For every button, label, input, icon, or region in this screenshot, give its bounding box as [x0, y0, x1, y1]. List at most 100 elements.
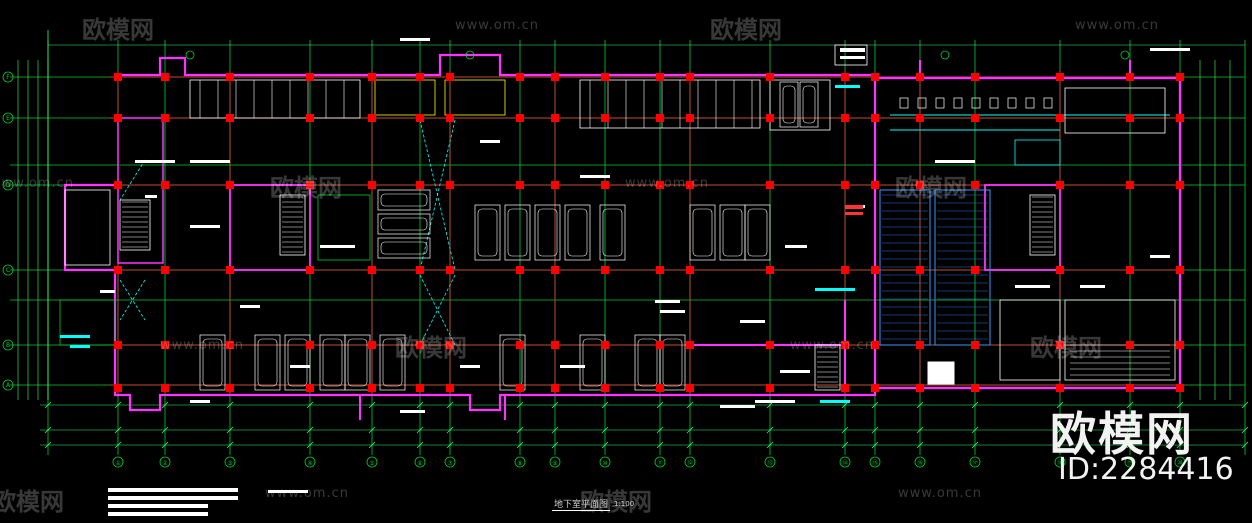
- structural-column: [551, 266, 559, 274]
- axis-bubble-label: ⑮: [872, 459, 878, 467]
- structural-column: [306, 341, 314, 349]
- structural-column: [114, 384, 122, 392]
- structural-column: [601, 266, 609, 274]
- dimension-tick: [368, 441, 376, 449]
- equipment-unit: [953, 97, 963, 109]
- watermark-brand: 欧模网: [82, 16, 154, 44]
- axis-bubble-left: [2, 339, 14, 351]
- axis-bubble-label: ⑦: [447, 460, 453, 467]
- annotation-text-mark: [660, 310, 685, 313]
- stair-box: [1029, 194, 1056, 256]
- dimension-tick: [1241, 401, 1249, 409]
- dimension-tick: [306, 401, 314, 409]
- structural-column: [1056, 73, 1064, 81]
- structural-column: [1126, 114, 1134, 122]
- structural-column: [766, 384, 774, 392]
- structural-column: [686, 114, 694, 122]
- structural-column: [1176, 266, 1184, 274]
- annotation-text-mark-cyan: [70, 345, 90, 348]
- car-outline: [380, 193, 428, 207]
- structural-column: [766, 73, 774, 81]
- room-box: [999, 299, 1061, 381]
- ramp-guide: [119, 279, 146, 321]
- parking-stall: [199, 334, 226, 391]
- car-outline: [802, 85, 816, 124]
- structural-column: [1176, 341, 1184, 349]
- structural-column: [1176, 73, 1184, 81]
- dimension-tick: [44, 426, 52, 434]
- structural-column: [1126, 384, 1134, 392]
- structural-column: [446, 266, 454, 274]
- structural-column: [1176, 114, 1184, 122]
- car-outline: [602, 208, 623, 257]
- structural-column: [1176, 181, 1184, 189]
- room-box: [769, 79, 831, 131]
- structural-column: [656, 341, 664, 349]
- annotation-text-mark: [560, 365, 585, 368]
- room-box: [59, 299, 116, 346]
- equipment-room: [879, 87, 1170, 385]
- structural-column: [1126, 73, 1134, 81]
- annotation-text-mark: [840, 56, 865, 59]
- structural-column: [306, 266, 314, 274]
- dimension-tick: [44, 401, 52, 409]
- structural-column: [114, 181, 122, 189]
- structural-column: [766, 181, 774, 189]
- structural-column: [551, 73, 559, 81]
- dimension-tick: [516, 441, 524, 449]
- structural-column: [971, 181, 979, 189]
- structural-column: [1126, 266, 1134, 274]
- watermark-url: www.om.cn: [455, 18, 539, 33]
- car-outline: [692, 208, 713, 257]
- structural-column: [226, 73, 234, 81]
- structural-column: [226, 384, 234, 392]
- dimension-tick: [1176, 426, 1184, 434]
- annotation-text-mark: [935, 160, 975, 163]
- axis-bubble-bottom: [684, 456, 696, 468]
- annotation-text-mark-cyan: [835, 85, 860, 88]
- stair-box: [279, 194, 306, 256]
- equipment-rack: [879, 189, 931, 346]
- axis-bubble-label: ②: [162, 460, 168, 467]
- annotation-text-mark: [720, 405, 755, 408]
- car-outline: [380, 241, 428, 255]
- equipment-unit: [1025, 97, 1035, 109]
- dimension-tick: [841, 441, 849, 449]
- structural-column: [1056, 266, 1064, 274]
- parking-stall: [534, 204, 561, 261]
- dimension-tick: [601, 401, 609, 409]
- annotation-text-mark: [290, 365, 310, 368]
- parking-stall: [564, 204, 591, 261]
- structural-column: [446, 73, 454, 81]
- structural-column: [1056, 341, 1064, 349]
- axis-bubble-top: [940, 50, 950, 60]
- dimension-tick: [226, 441, 234, 449]
- parking-stall: [254, 334, 281, 391]
- room-box: [317, 194, 371, 261]
- brand-logo-text: 欧模网: [1050, 407, 1194, 461]
- dimension-tick: [1241, 426, 1249, 434]
- annotation-text-mark: [190, 400, 210, 403]
- structural-column: [161, 73, 169, 81]
- structural-column: [916, 266, 924, 274]
- room-box: [374, 79, 436, 116]
- axis-bubble-left: [2, 179, 14, 191]
- dimension-tick: [916, 441, 924, 449]
- structural-column: [841, 73, 849, 81]
- annotation-text-mark: [400, 410, 425, 413]
- structural-column: [841, 181, 849, 189]
- axis-bubble-bottom: [914, 456, 926, 468]
- annotation-text-mark: [755, 400, 795, 403]
- room-box: [64, 189, 111, 266]
- structural-column: [368, 341, 376, 349]
- dimension-tick: [1176, 401, 1184, 409]
- structural-column: [871, 266, 879, 274]
- structural-column: [766, 114, 774, 122]
- structural-column: [306, 384, 314, 392]
- parking-stall: [499, 334, 526, 391]
- annotation-text-mark-red: [845, 212, 863, 215]
- structural-column: [161, 114, 169, 122]
- axis-bubble-top: [185, 50, 195, 60]
